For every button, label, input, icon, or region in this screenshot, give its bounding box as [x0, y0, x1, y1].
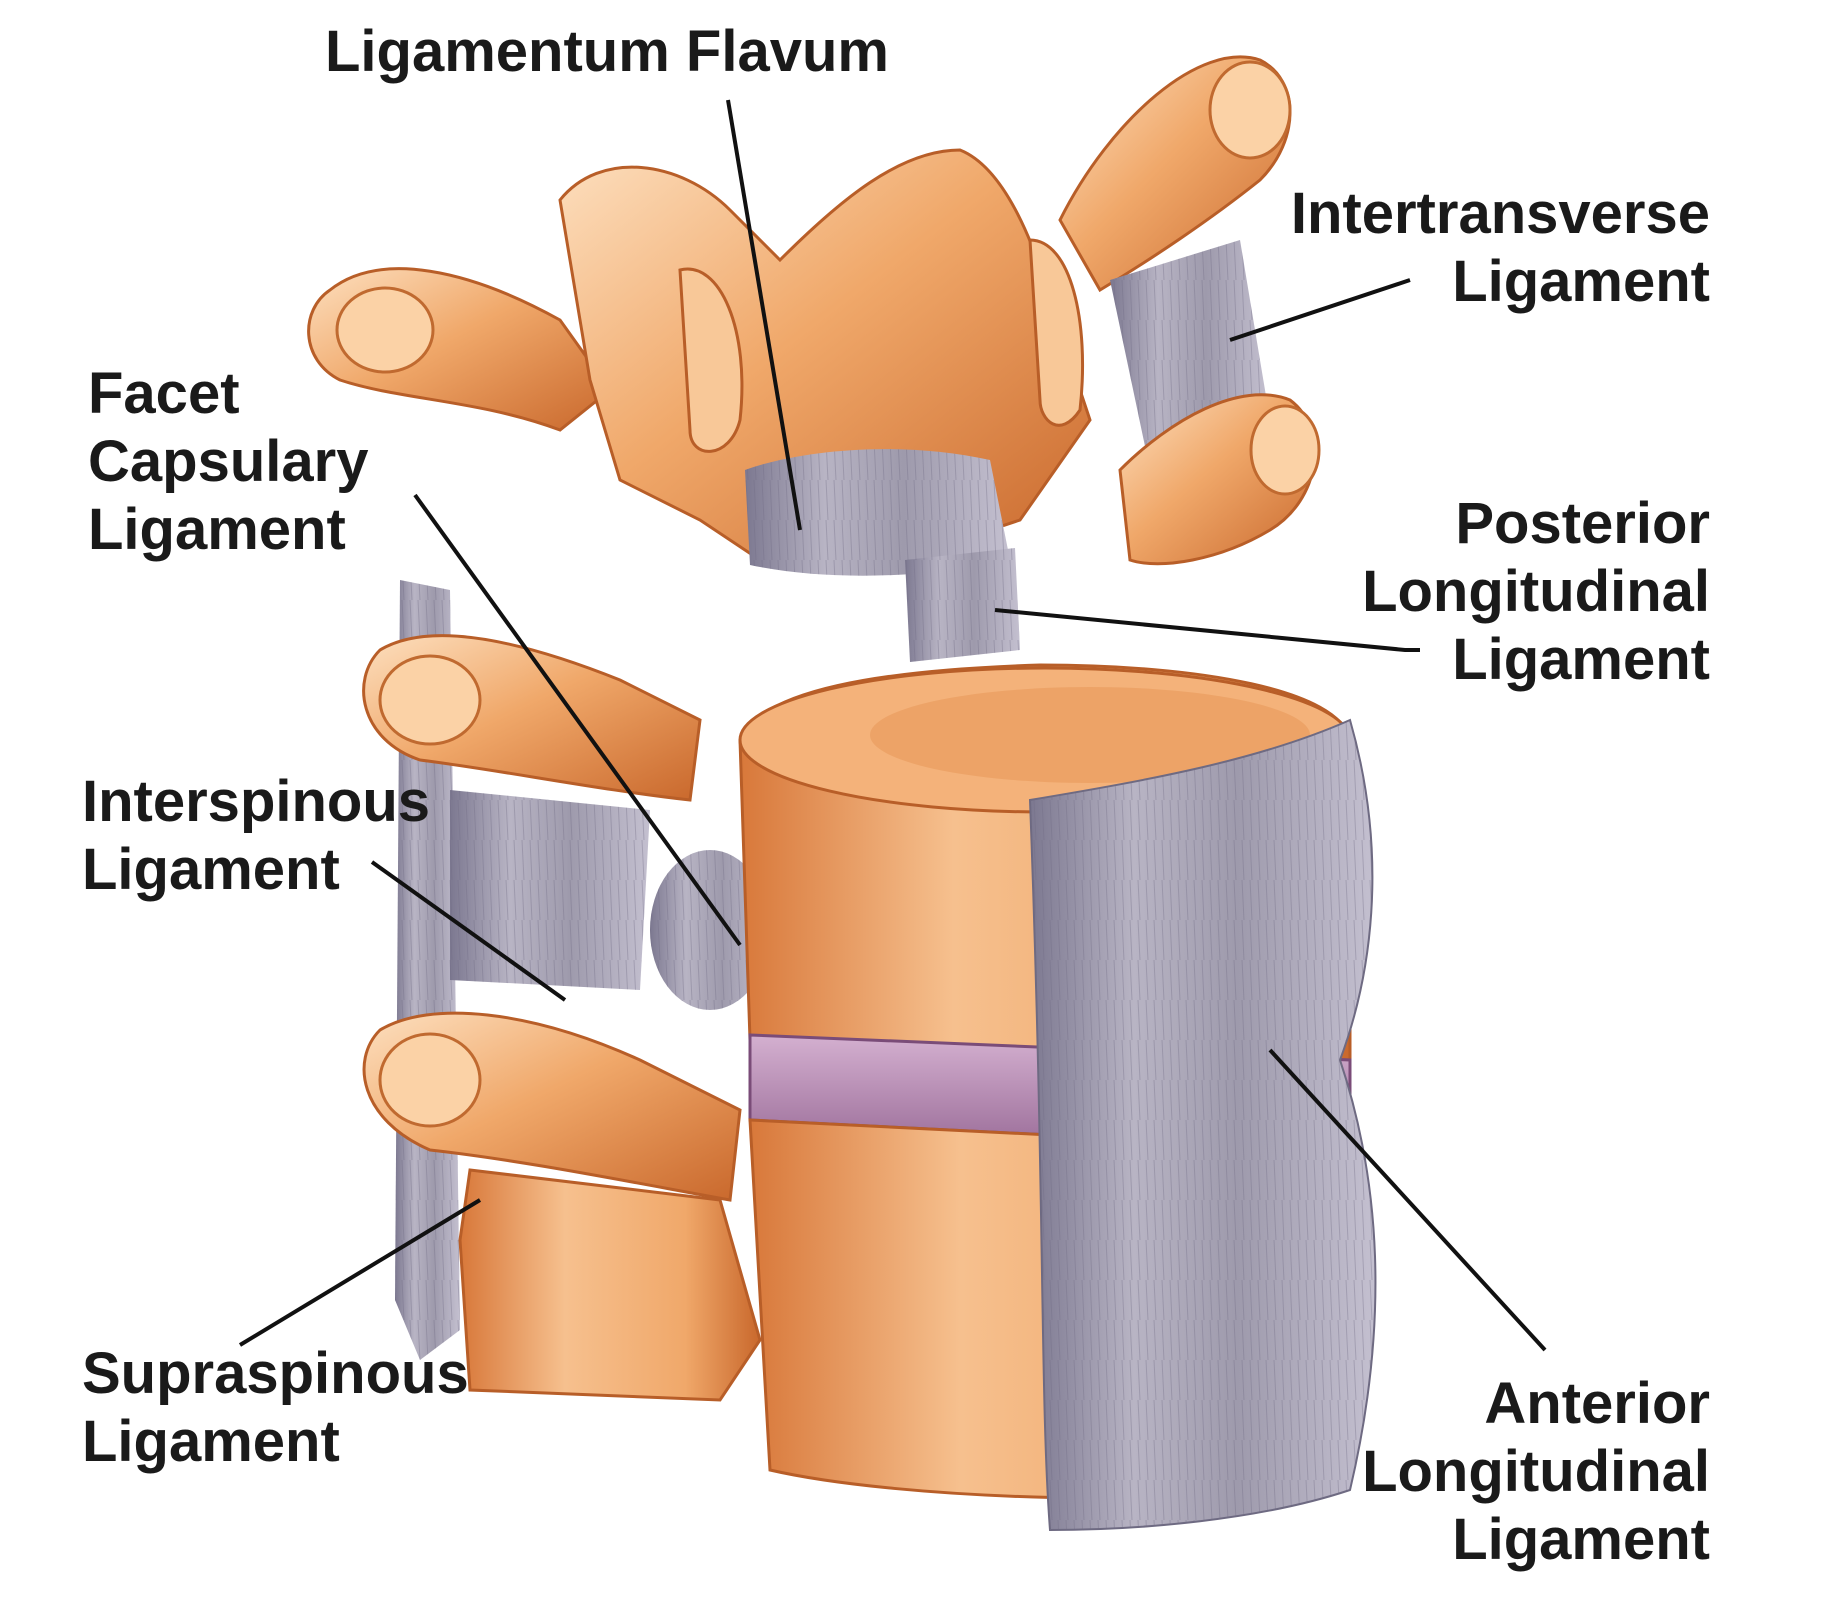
label-anterior-longitudinal-ligament: Anterior Longitudinal Ligament	[1362, 1371, 1710, 1572]
leader-line-intertransverse	[1229, 278, 1411, 342]
label-interspinous-ligament: Interspinous Ligament	[82, 769, 431, 902]
label-intertransverse-ligament: Intertransverse Ligament	[1290, 181, 1710, 314]
label-facet-capsular-ligament: Facet Capsulary Ligament	[88, 361, 369, 562]
leader-line-facet	[413, 493, 742, 947]
label-supraspinous-ligament: Supraspinous Ligament	[82, 1341, 469, 1474]
leader-lines	[238, 99, 1547, 1352]
middle-spinous-process	[362, 634, 702, 802]
lower-right-transverse-process	[1118, 393, 1321, 566]
label-ligamentum-flavum: Ligamentum Flavum	[325, 19, 889, 84]
lower-lamina	[458, 1168, 762, 1402]
leader-line-anterior	[1268, 1048, 1547, 1352]
leader-line-interspinous	[370, 860, 567, 1002]
lower-spinous-process	[362, 1011, 742, 1202]
label-posterior-longitudinal-ligament: Posterior Longitudinal Ligament	[1362, 491, 1710, 692]
leader-line-flavum	[726, 99, 802, 531]
leader-line-posterior	[994, 608, 1420, 652]
leader-line-supraspinous	[238, 1198, 482, 1347]
upper-right-transverse-process	[1058, 55, 1292, 293]
upper-left-transverse-process	[307, 267, 613, 432]
